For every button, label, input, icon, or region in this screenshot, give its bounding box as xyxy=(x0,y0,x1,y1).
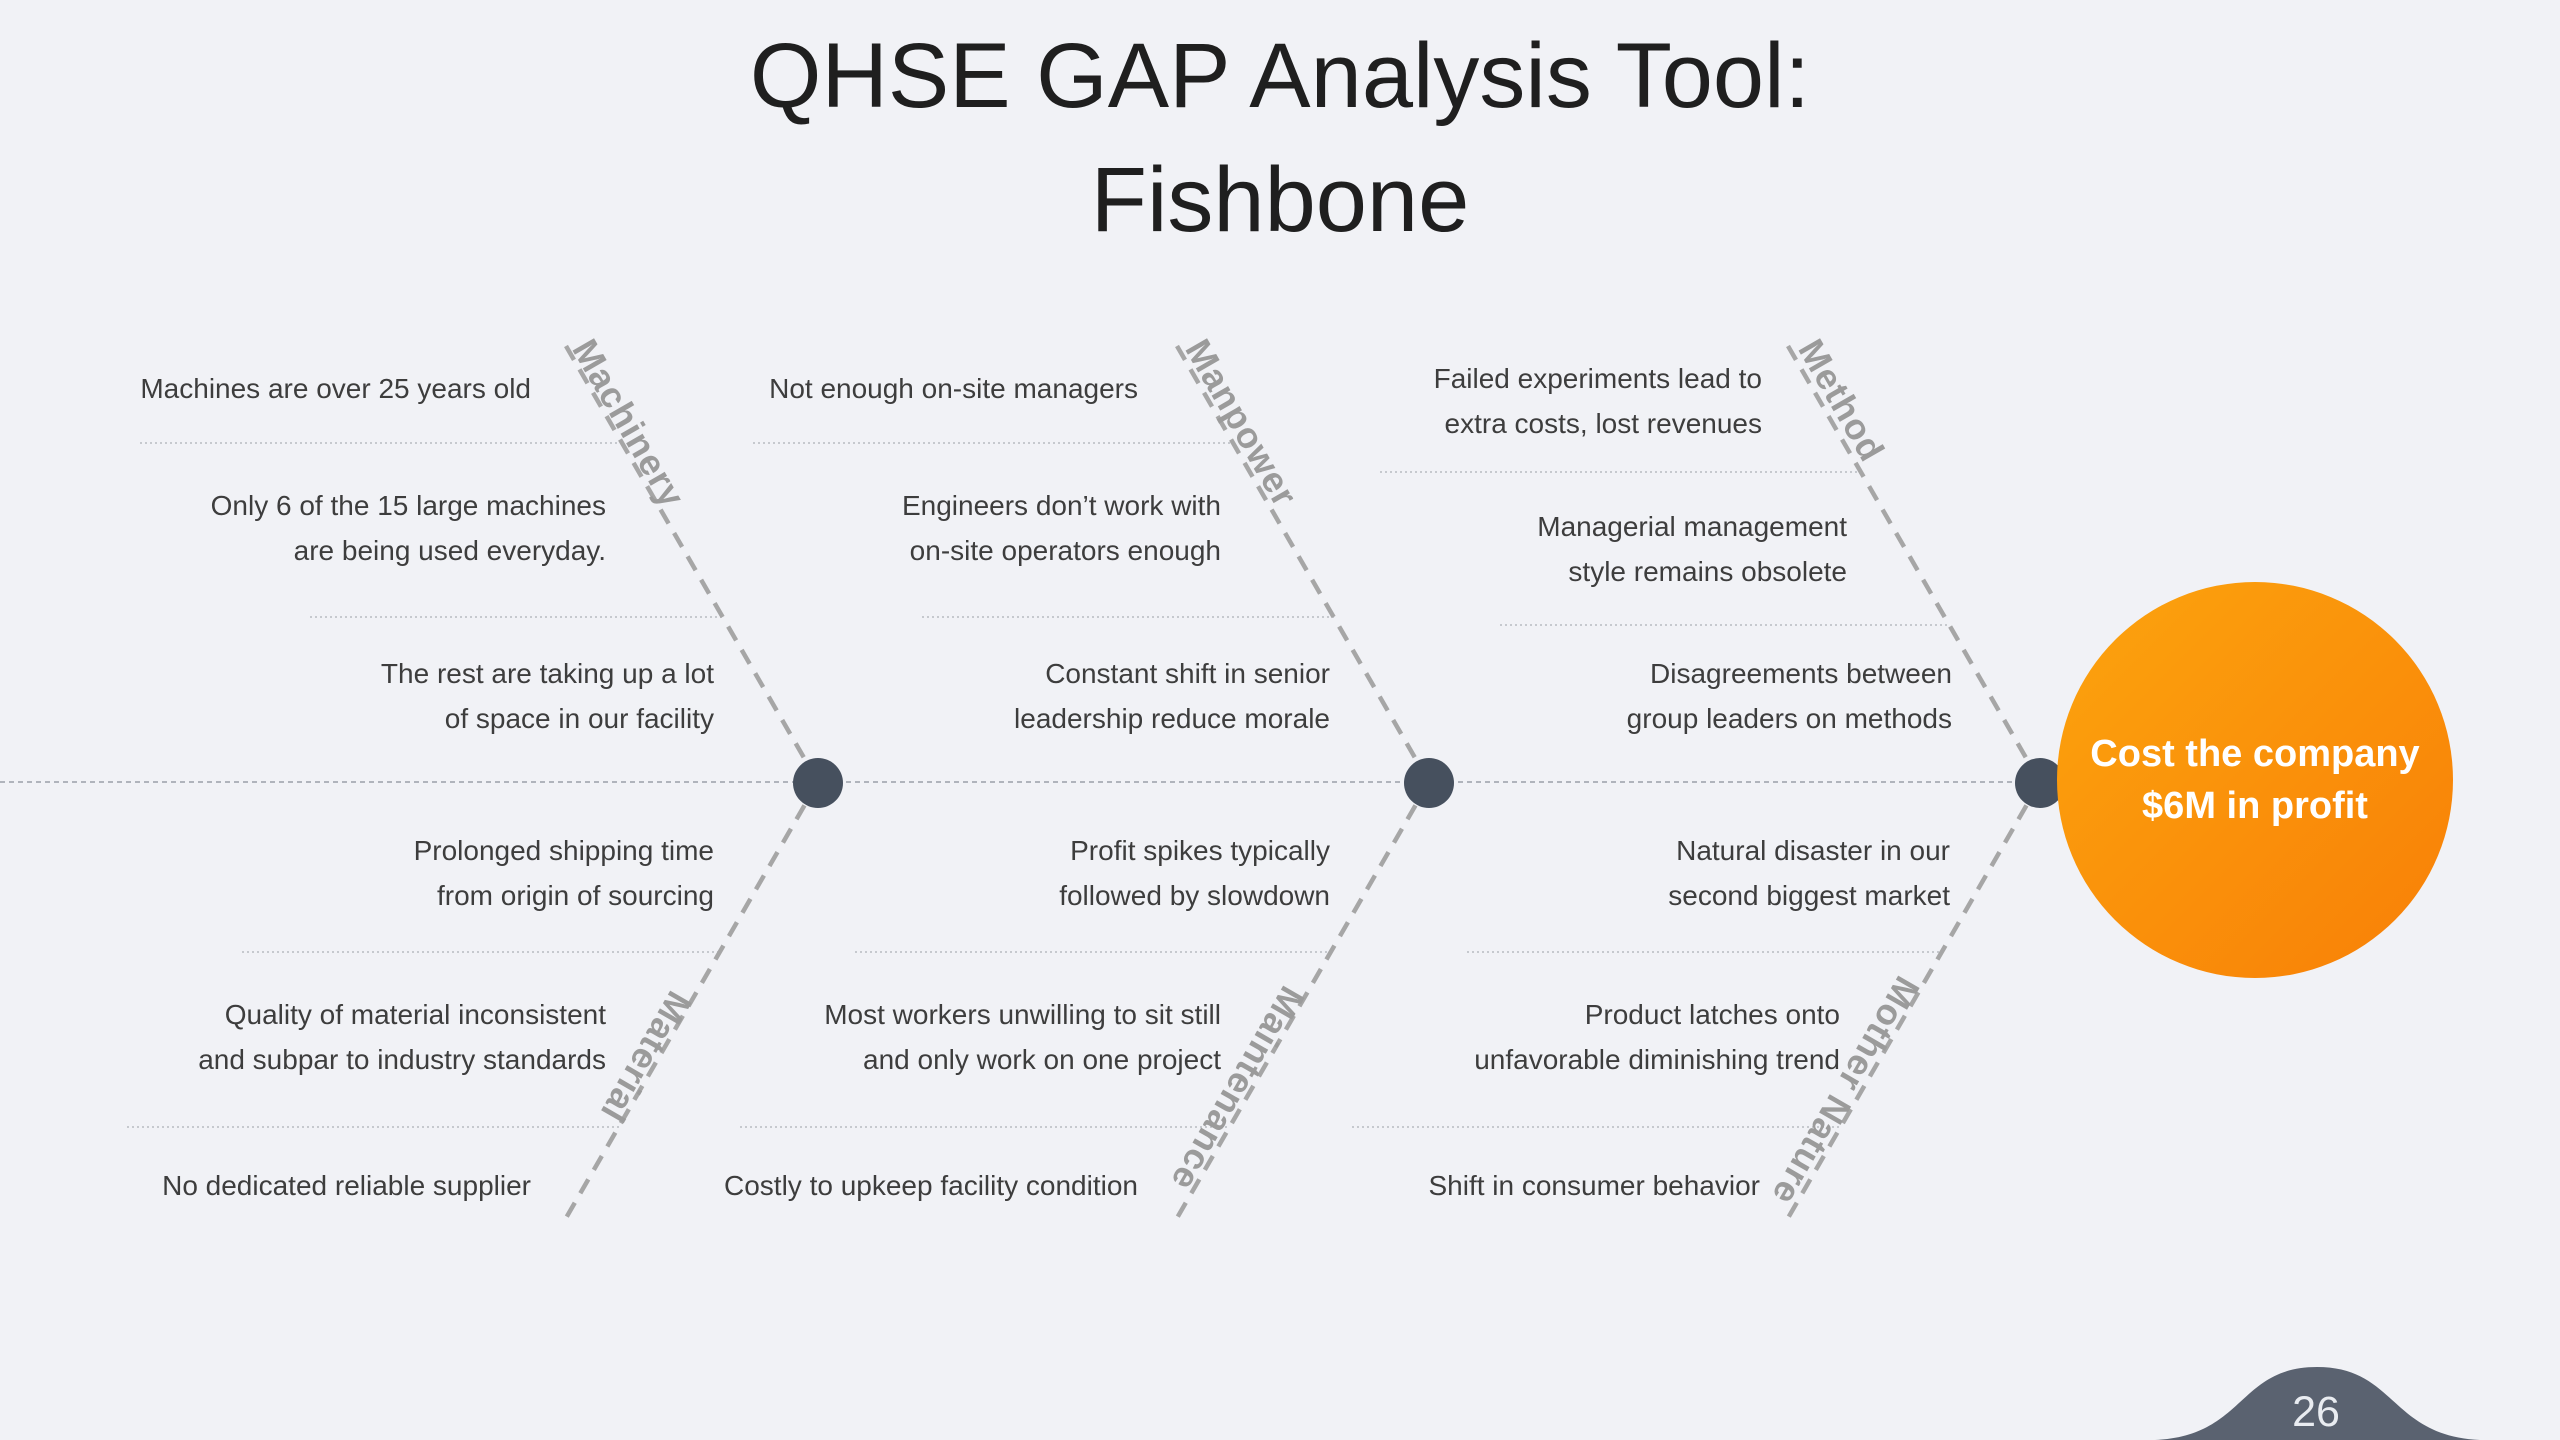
cause-material-2: Quality of material inconsistent and sub… xyxy=(198,999,606,1075)
cause-manpower-2: Engineers don’t work with on-site operat… xyxy=(901,490,1221,566)
cause-material-1: Prolonged shipping time from origin of s… xyxy=(413,835,714,911)
junction-node-1 xyxy=(793,758,843,808)
slide-title: QHSE GAP Analysis Tool: Fishbone xyxy=(0,14,2560,262)
bone-machinery xyxy=(564,344,820,784)
cause-maintenance-3: Costly to upkeep facility condition xyxy=(724,1170,1138,1201)
bone-manpower xyxy=(1175,344,1431,784)
cause-maintenance-1: Profit spikes typically followed by slow… xyxy=(1059,835,1330,911)
junction-node-3 xyxy=(2015,758,2065,808)
cause-maintenance-2: Most workers unwilling to sit still and … xyxy=(824,999,1221,1075)
slide-title-line2: Fishbone xyxy=(1090,149,1470,251)
cause-manpower-1: Not enough on-site managers xyxy=(769,373,1138,404)
effect-circle xyxy=(2057,582,2453,978)
bone-mothernature xyxy=(1786,780,2042,1220)
bone-maintenance xyxy=(1175,780,1431,1220)
effect-label: Cost the company $6M in profit xyxy=(2057,582,2453,978)
cause-manpower-3: Constant shift in senior leadership redu… xyxy=(1014,658,1330,734)
cause-machinery-1: Machines are over 25 years old xyxy=(140,373,531,404)
cause-mothernature-1: Natural disaster in our second biggest m… xyxy=(1668,835,1950,911)
wave-shape xyxy=(2155,1367,2480,1440)
effect-label-line1: Cost the company xyxy=(2090,733,2420,775)
slide-title-line1: QHSE GAP Analysis Tool: xyxy=(749,25,1811,127)
cause-machinery-2: Only 6 of the 15 large machines are bein… xyxy=(210,490,606,566)
cause-machinery-3: The rest are taking up a lot of space in… xyxy=(380,658,714,734)
cause-method-2: Managerial management style remains obso… xyxy=(1537,511,1847,587)
effect-label-line2: $6M in profit xyxy=(2142,785,2368,827)
cause-method-3: Disagreements between group leaders on m… xyxy=(1626,658,1952,734)
cause-method-1: Failed experiments lead to extra costs, … xyxy=(1433,363,1762,439)
cause-material-3: No dedicated reliable supplier xyxy=(162,1170,531,1201)
page-number: 26 xyxy=(2292,1388,2340,1436)
junction-node-2 xyxy=(1404,758,1454,808)
bone-material xyxy=(564,780,820,1220)
cause-mothernature-2: Product latches onto unfavorable diminis… xyxy=(1474,999,1840,1075)
cause-mothernature-3: Shift in consumer behavior xyxy=(1428,1170,1760,1201)
bone-method xyxy=(1786,344,2042,784)
